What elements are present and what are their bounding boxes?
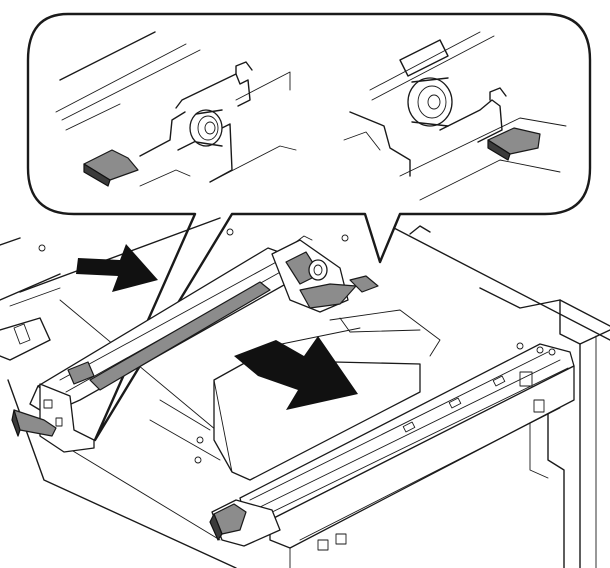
roller-icon	[189, 109, 223, 147]
bottom-latch	[209, 499, 281, 547]
right-bracket-detail	[343, 31, 567, 201]
upper-roller-assembly	[271, 235, 379, 313]
pull-arrow-icon	[76, 244, 158, 292]
left-bracket-detail	[55, 31, 297, 187]
pull-direction-arrows	[76, 244, 358, 410]
guide-bar-shading	[89, 281, 271, 391]
detail-callout	[26, 12, 592, 442]
main-assembly	[0, 217, 610, 568]
pull-arrow-icon	[234, 336, 358, 410]
roller-icon	[407, 77, 453, 127]
callout-frame	[26, 12, 592, 442]
right-slide-rail	[239, 342, 575, 568]
left-latch	[11, 383, 95, 453]
